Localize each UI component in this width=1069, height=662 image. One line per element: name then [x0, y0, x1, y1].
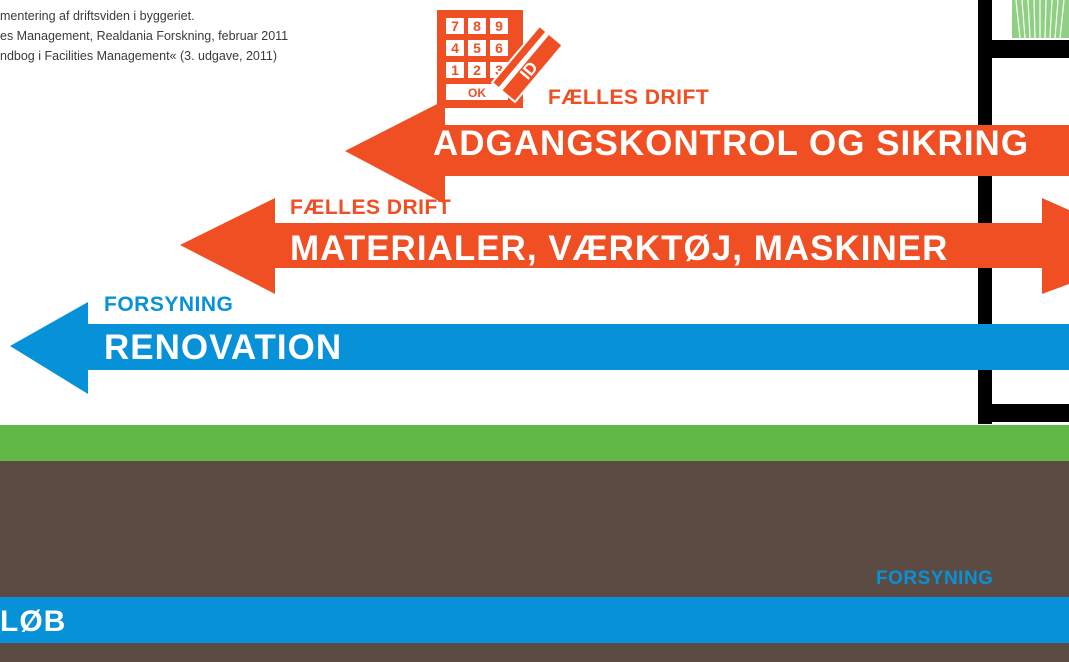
arrow-materials-category: FÆLLES DRIFT — [290, 196, 452, 219]
arrow-waste — [10, 302, 1069, 394]
arrow-access-control-title: ADGANGSKONTROL OG SIKRING — [433, 124, 1030, 163]
building-wall — [978, 0, 992, 424]
keypad-key-1: 1 — [451, 62, 459, 78]
ground-category-label: FORSYNING — [876, 568, 994, 589]
arrow-waste-category: FORSYNING — [104, 293, 234, 316]
building-floor-line — [978, 40, 1069, 58]
supply-pipe — [0, 597, 1069, 643]
keypad-ok-key: OK — [468, 86, 486, 100]
arrow-materials-title: MATERIALER, VÆRKTØJ, MASKINER — [290, 229, 949, 268]
keypad-icon: 7 8 9 4 5 6 1 2 3 OK ID — [437, 10, 564, 108]
keypad-key-3: 3 — [495, 62, 503, 78]
keypad-key-9: 9 — [495, 18, 503, 34]
reference-line-2: es Management, Realdania Forskning, febr… — [0, 29, 289, 43]
keypad-key-6: 6 — [495, 40, 503, 56]
grass-layer — [0, 425, 1069, 461]
arrow-waste-title: RENOVATION — [104, 328, 343, 367]
reference-line-1: mentering af driftsviden i byggeriet. — [0, 9, 195, 23]
keypad-key-4: 4 — [451, 40, 459, 56]
building-floor-line — [978, 404, 1069, 422]
keypad-key-2: 2 — [473, 62, 481, 78]
arrow-access-control — [345, 100, 1069, 204]
reference-line-3: ndbog i Facilities Management« (3. udgav… — [0, 49, 278, 63]
arrow-materials — [180, 198, 1069, 294]
supply-pipe-label: LØB — [0, 605, 67, 638]
reference-list: mentering af driftsviden i byggeriet. es… — [0, 6, 288, 66]
keypad-key-8: 8 — [473, 18, 481, 34]
plant-icon — [1012, 0, 1069, 38]
keypad-key-7: 7 — [451, 18, 459, 34]
keypad-key-5: 5 — [473, 40, 481, 56]
arrow-access-control-category: FÆLLES DRIFT — [548, 86, 710, 109]
